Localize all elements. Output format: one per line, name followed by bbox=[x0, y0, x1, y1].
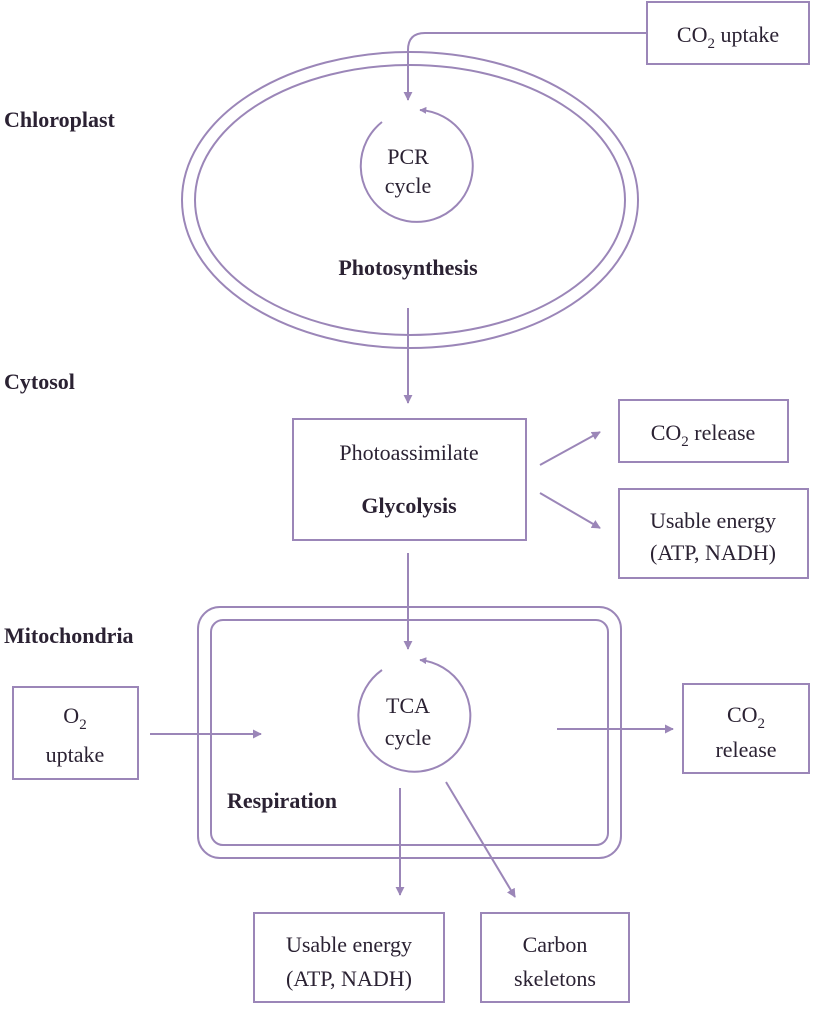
glycolysis-label: Glycolysis bbox=[361, 493, 457, 518]
usable-energy-bottom-line1: Usable energy bbox=[286, 932, 412, 957]
photosynthesis-label: Photosynthesis bbox=[338, 255, 478, 280]
co2-uptake-label: CO2 uptake bbox=[677, 22, 779, 52]
carbon-skeletons-line1: Carbon bbox=[523, 932, 588, 957]
co2-release-top-label: CO2 release bbox=[651, 420, 756, 450]
tca-cycle-label-line2: cycle bbox=[385, 725, 431, 750]
region-label-cytosol: Cytosol bbox=[4, 369, 75, 394]
co2-release-right-box bbox=[682, 683, 810, 774]
usable-energy-top-line2: (ATP, NADH) bbox=[650, 540, 776, 565]
tca-cycle-circle bbox=[357, 657, 472, 773]
pcr-cycle-circle bbox=[359, 106, 474, 223]
usable-energy-bottom-box bbox=[253, 912, 445, 1003]
usable-energy-top-line1: Usable energy bbox=[650, 508, 776, 533]
tca-cycle-label-line1: TCA bbox=[386, 693, 430, 718]
co2-release-top-box bbox=[618, 399, 789, 463]
tca-to-carbon-skeletons-arrow bbox=[445, 781, 516, 898]
glycolysis-box bbox=[292, 418, 527, 541]
region-label-chloroplast: Chloroplast bbox=[4, 107, 116, 132]
usable-energy-bottom-line2: (ATP, NADH) bbox=[286, 966, 412, 991]
mitochondria-outer-membrane bbox=[197, 606, 622, 859]
glycolysis-to-usable-energy-arrow bbox=[539, 492, 601, 529]
co2-release-right-line1: CO2 bbox=[727, 702, 765, 732]
carbon-skeletons-box bbox=[480, 912, 630, 1003]
pcr-cycle-label-line1: PCR bbox=[387, 144, 429, 169]
co2-release-right-line2: release bbox=[715, 737, 776, 762]
pcr-cycle-label-line2: cycle bbox=[385, 173, 431, 198]
region-label-mitochondria: Mitochondria bbox=[4, 623, 134, 648]
co2-uptake-arrow bbox=[403, 32, 647, 101]
o2-uptake-line1: O2 bbox=[63, 703, 86, 733]
carbon-skeletons-line2: skeletons bbox=[514, 966, 596, 991]
respiration-label: Respiration bbox=[227, 788, 337, 813]
mitochondria-inner-membrane bbox=[210, 619, 609, 846]
chloroplast-outer-membrane bbox=[181, 51, 639, 349]
o2-uptake-line2: uptake bbox=[46, 742, 105, 767]
photoassimilate-label: Photoassimilate bbox=[339, 440, 478, 465]
glycolysis-to-co2-release-arrow bbox=[539, 431, 601, 466]
chloroplast-inner-membrane bbox=[194, 64, 626, 336]
usable-energy-top-box bbox=[618, 488, 809, 579]
o2-uptake-box bbox=[12, 686, 139, 780]
